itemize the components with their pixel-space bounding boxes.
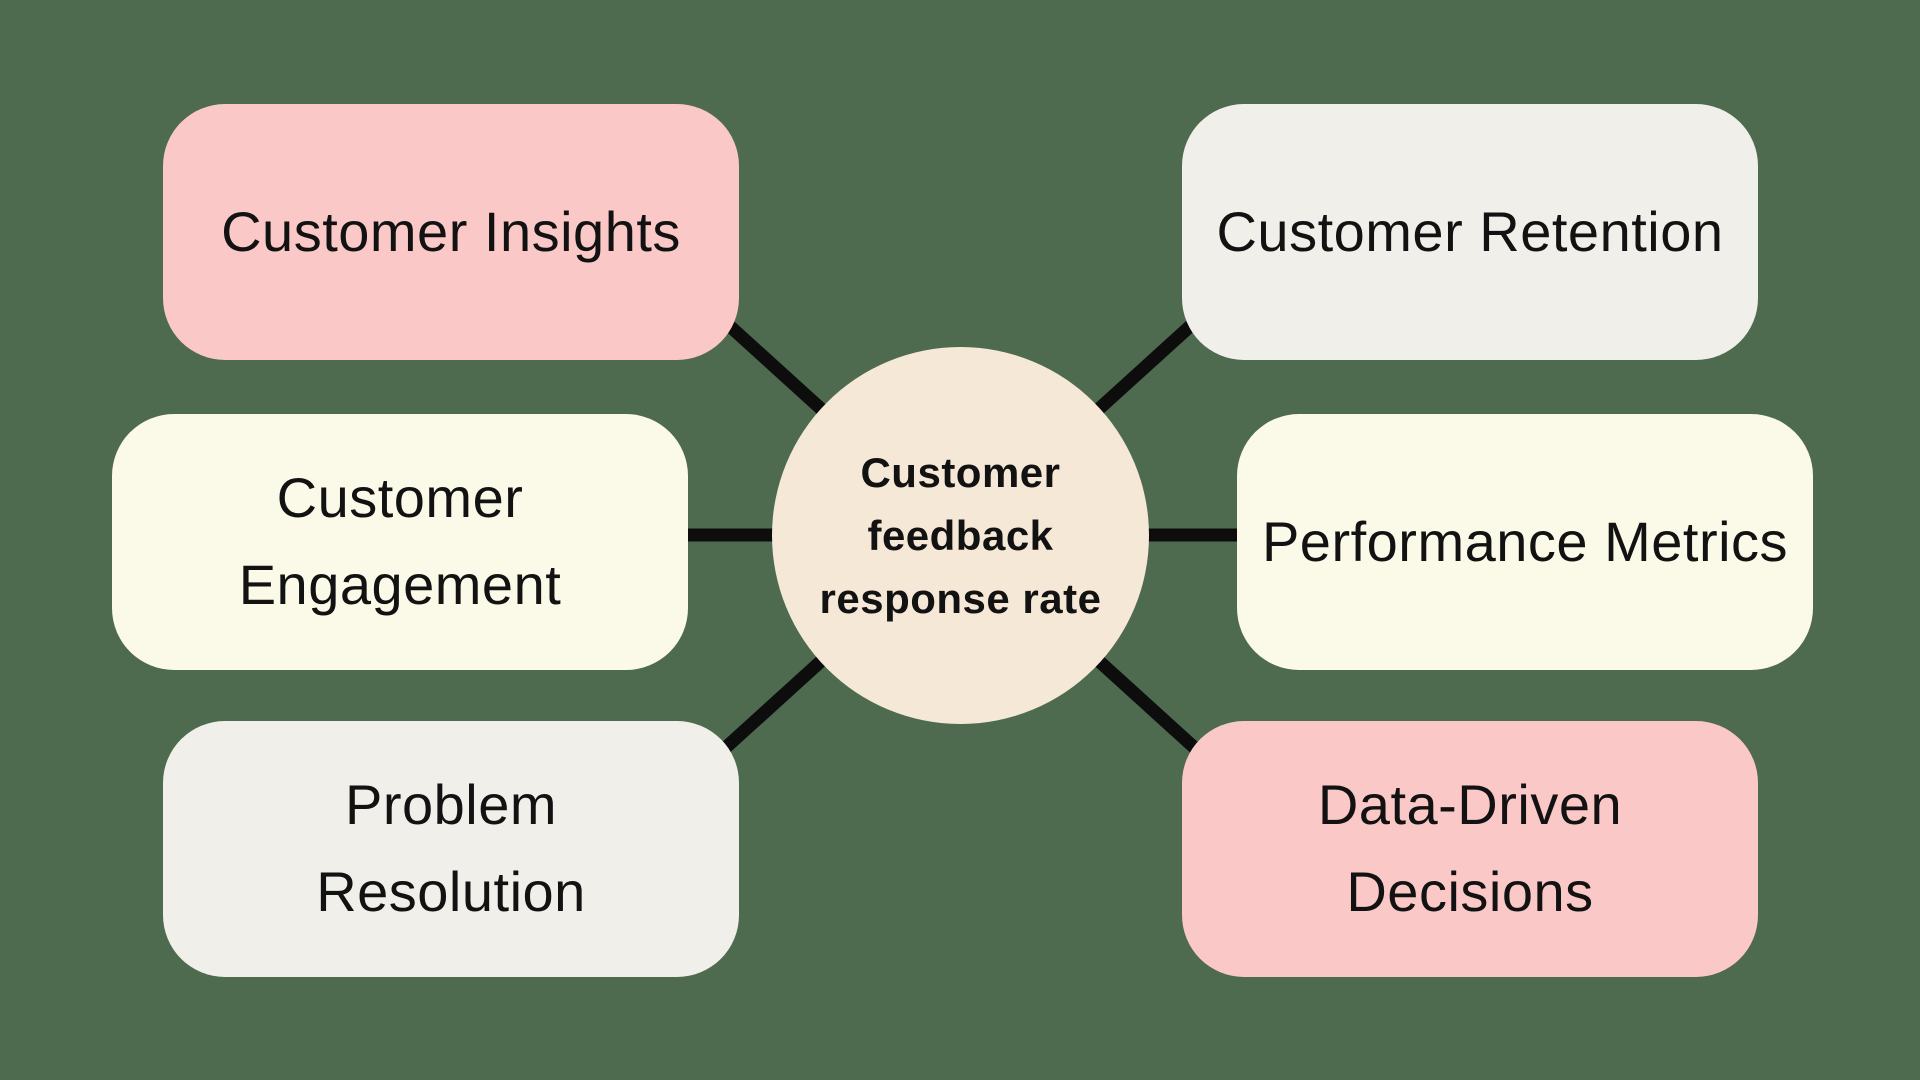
node-label: Data-Driven Decisions bbox=[1317, 773, 1623, 923]
center-node-customer-feedback-response-rate[interactable]: Customer feedback response rate bbox=[772, 347, 1149, 724]
node-problem-resolution[interactable]: Problem Resolution bbox=[163, 721, 739, 977]
node-label: Customer Engagement bbox=[238, 466, 562, 616]
node-label: Performance Metrics bbox=[1261, 509, 1789, 573]
node-customer-retention[interactable]: Customer Retention bbox=[1182, 104, 1758, 360]
node-data-driven-decisions[interactable]: Data-Driven Decisions bbox=[1182, 721, 1758, 977]
center-node-label: Customer feedback response rate bbox=[819, 449, 1102, 622]
node-customer-engagement[interactable]: Customer Engagement bbox=[112, 414, 688, 670]
node-performance-metrics[interactable]: Performance Metrics bbox=[1237, 414, 1813, 670]
node-label: Customer Retention bbox=[1216, 199, 1724, 263]
node-label: Problem Resolution bbox=[316, 773, 586, 923]
node-label: Customer Insights bbox=[221, 199, 681, 263]
node-customer-insights[interactable]: Customer Insights bbox=[163, 104, 739, 360]
